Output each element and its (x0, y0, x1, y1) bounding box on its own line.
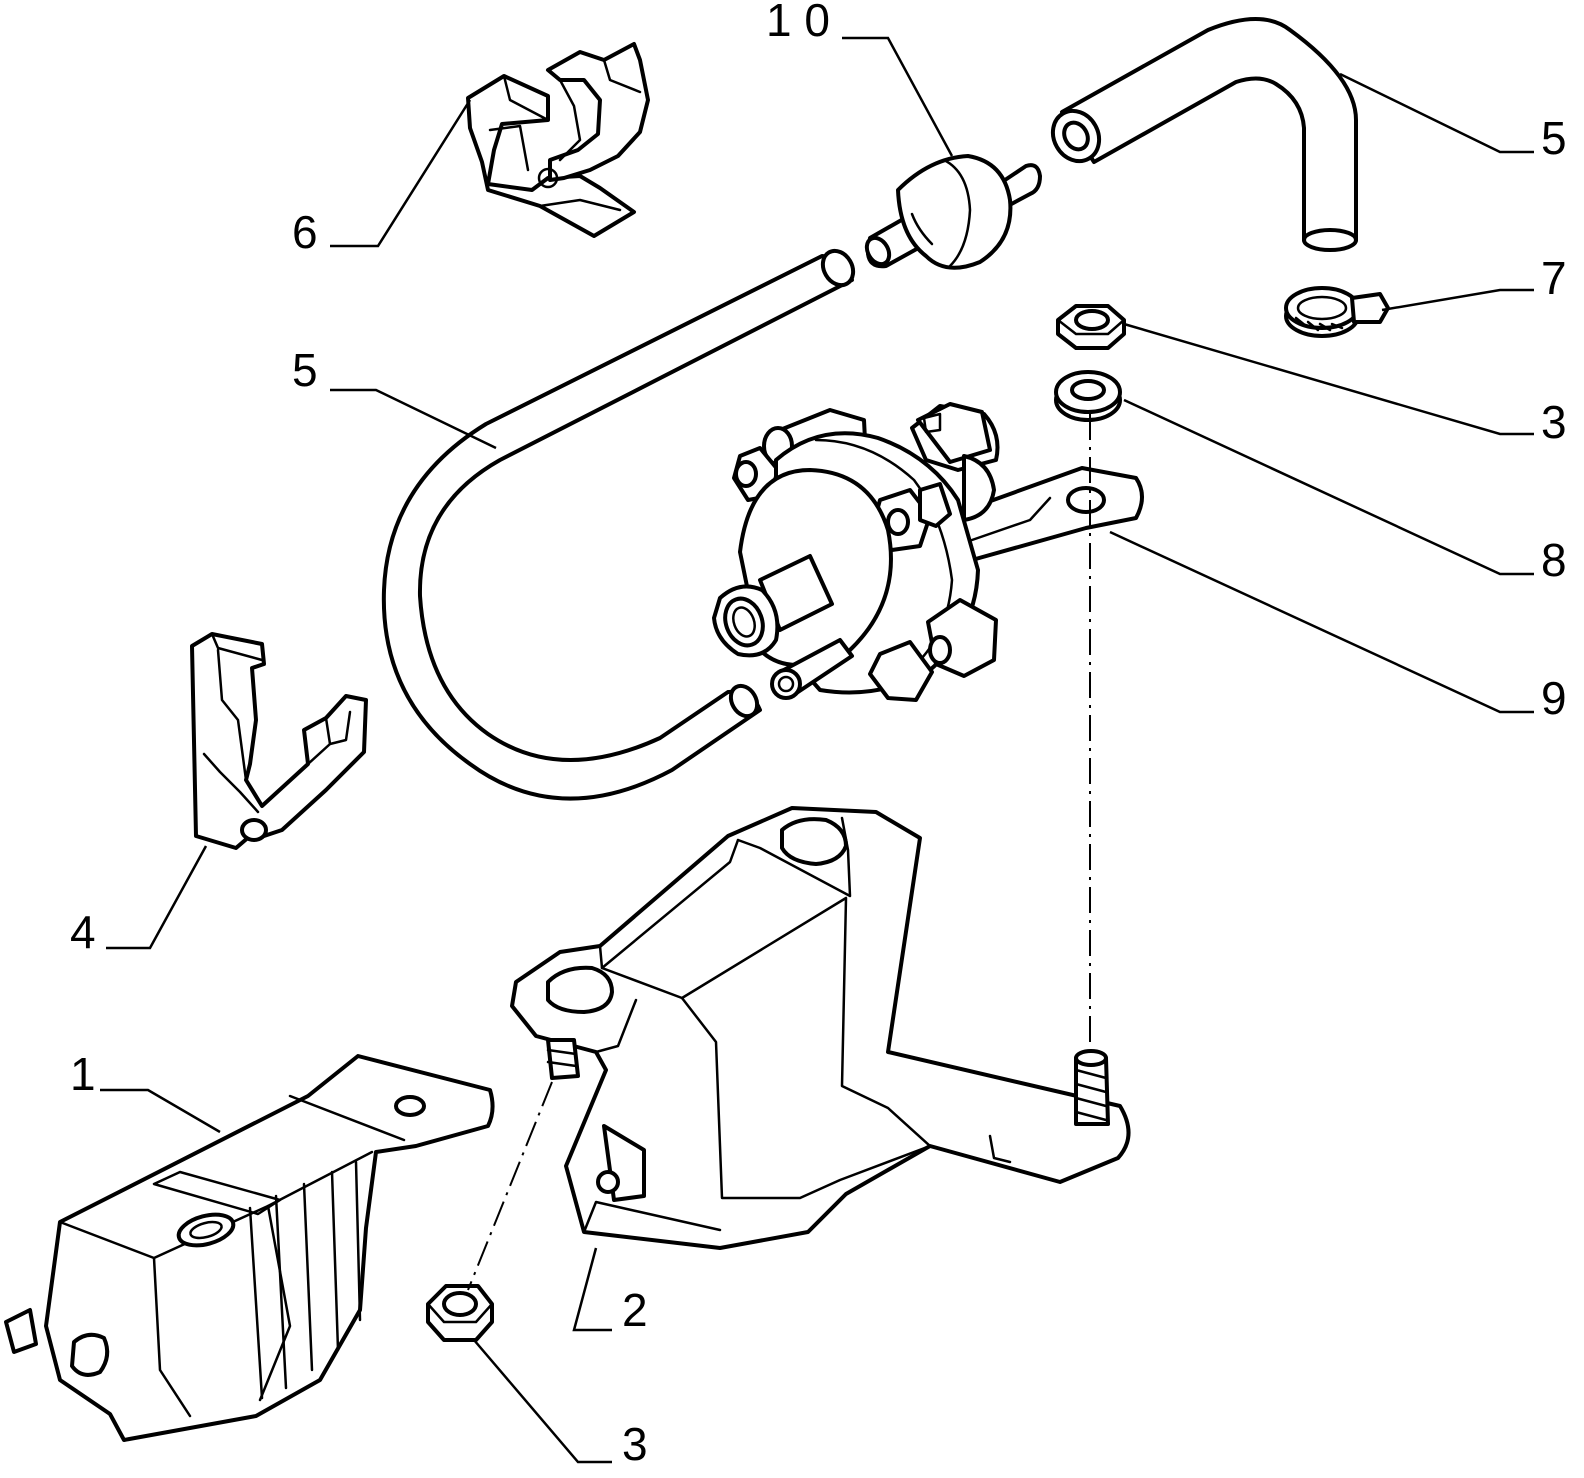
callout-5-top: 5 (1541, 112, 1567, 164)
callout-numbers: 1 0 5 6 7 5 3 8 9 4 1 2 3 (70, 0, 1567, 1470)
nut-bottom-visible (426, 1284, 494, 1342)
hose-loop-part-5 (381, 248, 856, 801)
callout-3-bottom: 3 (622, 1418, 648, 1470)
callout-7: 7 (1541, 252, 1567, 304)
callout-9: 9 (1541, 672, 1567, 724)
hose-clip-part-6 (466, 42, 650, 238)
nut-part-3-top (1056, 304, 1126, 350)
hose-clip-part-4 (190, 632, 368, 850)
callout-4: 4 (70, 906, 96, 958)
leader-lines (100, 36, 1534, 1464)
control-valve-assembly (712, 402, 1144, 702)
callout-10: 1 0 (766, 0, 830, 46)
callout-5-left: 5 (292, 344, 318, 396)
hose-clamp-part-7 (1284, 286, 1390, 338)
washer-part-8 (1054, 370, 1122, 422)
assembly-axis-left (467, 1081, 553, 1291)
hose-bent-part-5 (1050, 17, 1358, 252)
callout-8: 8 (1541, 534, 1567, 586)
callout-3-top: 3 (1541, 396, 1567, 448)
callout-1: 1 (70, 1048, 96, 1100)
check-valve-part-10 (864, 154, 1042, 270)
main-bracket-part-2 (510, 806, 1131, 1250)
module-part-1 (4, 1054, 495, 1442)
callout-2: 2 (622, 1284, 648, 1336)
callout-6: 6 (292, 206, 318, 258)
